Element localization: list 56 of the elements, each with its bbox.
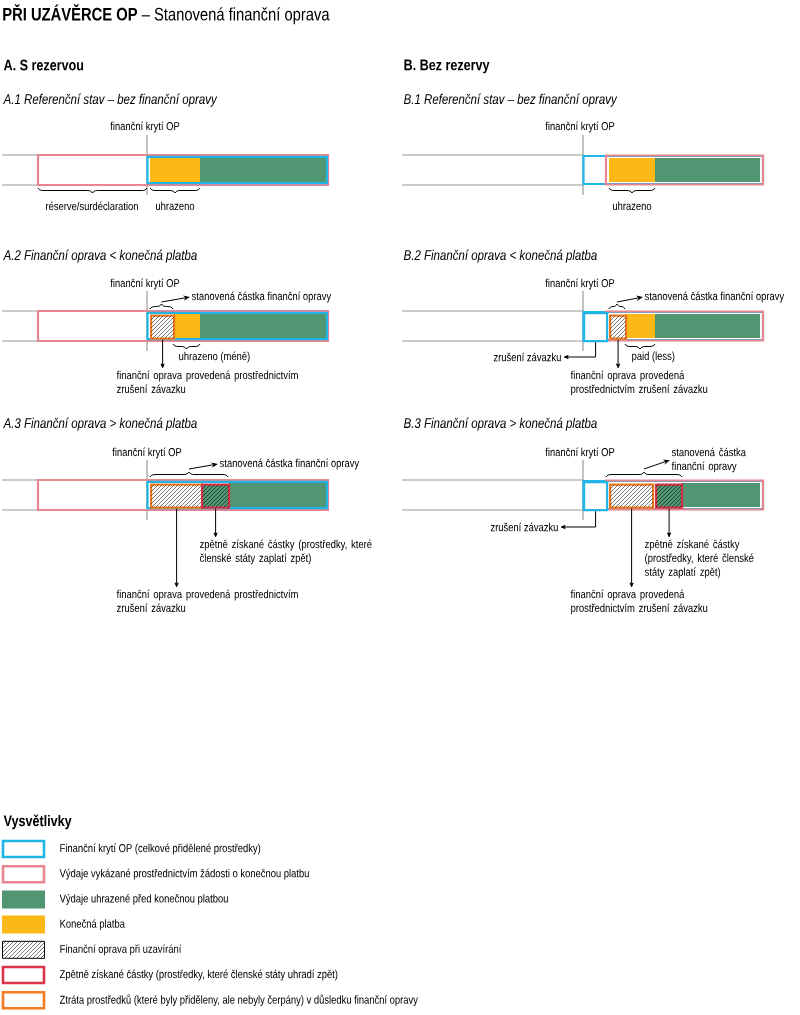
arrow <box>616 339 621 369</box>
subheading: B.3 Finanční oprava > konečná platba <box>403 417 597 431</box>
legend-title: Vysvětlivky <box>3 814 72 830</box>
hatched-segment <box>609 314 628 340</box>
arrow <box>213 508 218 538</box>
callout-text: zrušení závazku <box>490 522 558 532</box>
brace-label: paid (less) <box>632 351 675 363</box>
arrow <box>629 508 634 588</box>
arrow <box>616 296 643 303</box>
section-heading: A. S rezervou <box>3 59 84 71</box>
arrow <box>667 508 672 538</box>
arrow <box>643 459 670 470</box>
callout-text: zrušení závazku <box>493 352 561 362</box>
callout-text: stanovená částka finanční opravy <box>644 291 785 303</box>
legend-text: Konečná platba <box>60 919 125 930</box>
empty-segment <box>583 312 609 343</box>
arrow <box>563 341 597 360</box>
marker-label: finanční krytí OP <box>545 121 615 133</box>
legend-text: Výdaje vykázané prostřednictvím žádosti o konečnou platbu <box>59 868 309 880</box>
callout-text: stanovená částka finanční opravy <box>219 458 360 470</box>
subheading: B.2 Finanční oprava < konečná platba <box>403 249 597 263</box>
hatched-segment <box>150 483 204 509</box>
arrow <box>188 462 218 470</box>
callout-text: finanční oprava provedená prostřednictvím zrušení závazku <box>116 370 298 393</box>
legend-text: Zpětně získané částky (prostředky, které členské státy uhradí zpět) <box>59 969 338 981</box>
brace-label: uhrazeno (méně) <box>179 351 250 363</box>
legend-text: Finanční krytí OP (celkové přidělené prostředky) <box>60 843 261 855</box>
subheading: B.1 Referenční stav – bez finanční opravy <box>403 93 618 107</box>
callout-text: stanovená částka finanční opravy <box>191 291 332 303</box>
marker-label: finanční krytí OP <box>110 278 180 290</box>
callout-text: zpětně získané částky (prostředky, které členské státy zaplatí zpět) <box>200 539 372 565</box>
brace-label: réserve/surdéclaration <box>46 201 138 211</box>
legend-text: Výdaje uhrazené před konečnou platbou <box>59 894 228 905</box>
title: PŘI UZÁVĚRCE OP – Stanovená finanční oprava <box>3 4 330 25</box>
callout-text: finanční oprava provedená prostřednictvím zrušení závazku <box>570 589 708 615</box>
marker-label: finanční krytí OP <box>545 278 615 290</box>
empty-segment <box>583 481 609 512</box>
section-heading: B. Bez rezervy <box>404 59 490 74</box>
brace-label: uhrazeno <box>613 201 652 210</box>
subheading: A.2 Finanční oprava < konečná platba <box>3 249 197 263</box>
arrow <box>161 295 190 303</box>
subheading: A.1 Referenční stav – bez finanční opravy <box>3 93 218 107</box>
marker-label: finanční krytí OP <box>545 447 615 459</box>
callout-text: zpětně získané částky (prostředky, které členské státy zaplatí zpět) <box>644 539 754 579</box>
brace-label: uhrazeno <box>156 201 195 210</box>
legend-text: Ztráta prostředků (které byly přiděleny, ale nebyly čerpány) v důsledku finanční opravy <box>59 994 418 1006</box>
callout-text: finanční oprava provedená prostřednictvím zrušení závazku <box>570 370 708 396</box>
arrow <box>174 508 179 588</box>
marker-label: finanční krytí OP <box>110 121 180 133</box>
legend-text: Finanční oprava při uzavírání <box>60 944 182 956</box>
marker-label: finanční krytí OP <box>112 447 182 459</box>
callout-text: finanční oprava provedená prostřednictvím zrušení závazku <box>116 589 298 612</box>
callout-text: stanovená částka finanční opravy <box>671 447 746 473</box>
arrow <box>560 510 597 530</box>
arrow <box>160 339 165 369</box>
subheading: A.3 Finanční oprava > konečná platba <box>3 417 197 431</box>
